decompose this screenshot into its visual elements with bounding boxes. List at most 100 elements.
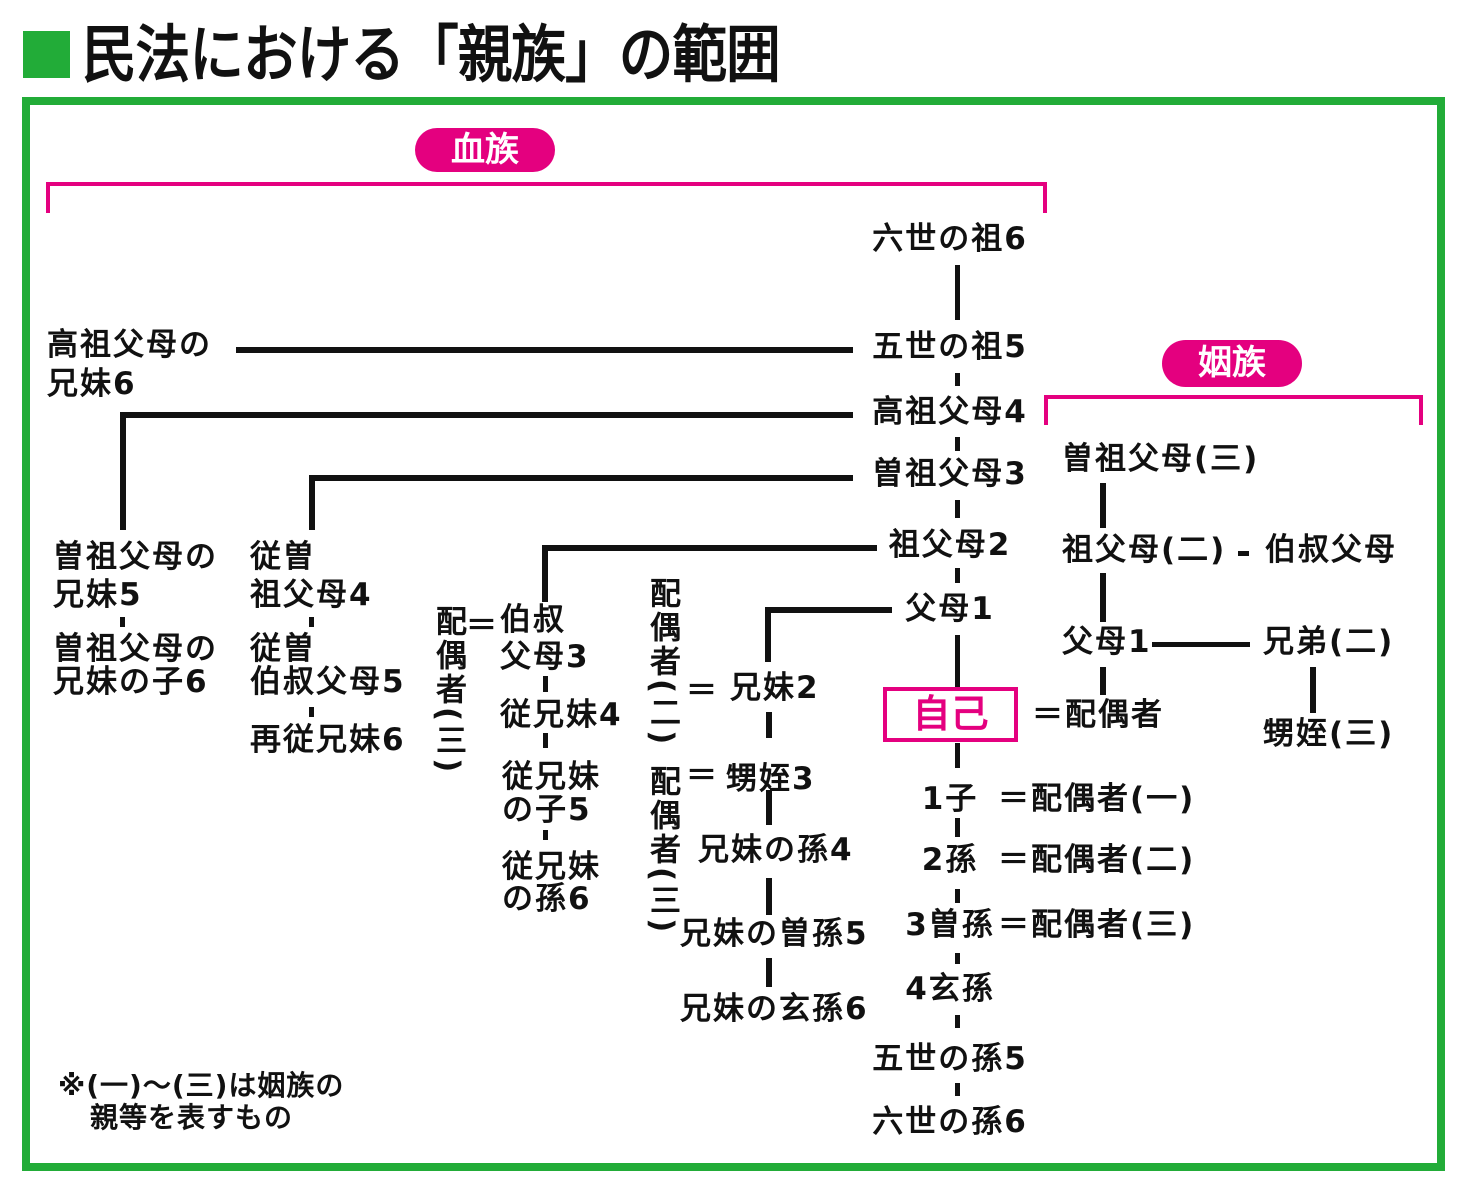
label-line: 曽祖父母の (53, 539, 218, 575)
equals-sign: ＝ (686, 673, 717, 709)
cousins-grandchildren: 従兄妹 の孫6 (502, 851, 601, 915)
connector-line (543, 733, 548, 748)
footnote-line: 親等を表すもの (90, 1101, 294, 1134)
label-line: の孫6 (502, 881, 592, 917)
connector-line (955, 265, 960, 320)
equals-sign: ＝ (686, 758, 717, 794)
affinity-grandparents: 祖父母(二) (1062, 532, 1227, 568)
label-line: 祖父母4 (250, 577, 373, 613)
page-title: 民法における「親族」の範囲 (82, 18, 781, 91)
descendant-great-great-grandchild: 4玄孫 (905, 971, 995, 1007)
nephews-nieces-spouse: 配偶者(三) (644, 765, 680, 936)
great-great-grandparents-siblings: 高祖父母の 兄妹6 (47, 326, 212, 404)
siblings-spouse: 配偶者(二) (644, 577, 680, 748)
child-spouse: ＝配偶者(一) (998, 781, 1196, 817)
connector-line (955, 953, 960, 964)
affinity-parents: 父母1 (1062, 624, 1152, 660)
connector-line (1100, 483, 1106, 528)
cousins-children: 従兄妹 の子5 (502, 761, 601, 827)
descendant-great-grandchild: 3曽孫 (905, 907, 995, 943)
connector-line (1238, 551, 1249, 556)
diagram-frame (22, 97, 1445, 1171)
connector-line (765, 607, 771, 662)
blood-relatives-badge: 血族 (415, 128, 555, 172)
ancestor-great-great-grandparents: 高祖父母4 (872, 394, 1028, 430)
connector-line (955, 889, 960, 903)
connector-line (120, 412, 853, 418)
affinity-relatives-bracket (1044, 395, 1423, 425)
label-line: 従兄妹 (502, 849, 601, 885)
blood-relatives-bracket (46, 182, 1047, 213)
connector-line (543, 676, 548, 692)
affinity-great-grandparents: 曽祖父母(三) (1062, 441, 1260, 477)
second-cousins: 再従兄妹6 (250, 722, 406, 758)
label-line: 従曽 (250, 631, 316, 667)
label-line: 伯叔父母5 (250, 664, 406, 700)
label-line: 従兄妹 (502, 759, 601, 795)
grand-uncles-aunts-children: 従曽 伯叔父母5 (250, 633, 406, 699)
connector-line (543, 830, 548, 840)
ancestor-great-grandparents: 曽祖父母3 (872, 456, 1028, 492)
ancestor-grandparents: 祖父母2 (888, 527, 1012, 563)
great-grandparents-siblings-children: 曽祖父母の 兄妹の子6 (53, 633, 218, 699)
label-line: の子5 (502, 792, 592, 828)
connector-line (120, 617, 125, 627)
connector-line (955, 635, 960, 687)
label-line: 兄妹5 (53, 577, 143, 613)
connector-line (955, 437, 960, 451)
nephews-nieces: 甥姪3 (726, 761, 816, 797)
connector-line (766, 958, 772, 987)
affinity-uncles-aunts: 伯叔父母 (1265, 532, 1397, 568)
self-spouse: ＝配偶者 (1032, 697, 1164, 733)
label-line: 高祖父母の (47, 327, 212, 363)
descendant-grandchild: 2孫 (921, 842, 979, 878)
connector-line (955, 1015, 960, 1028)
siblings: 兄妹2 (730, 670, 820, 706)
uncles-aunts: 伯叔 父母3 (500, 602, 590, 676)
connector-line (766, 712, 772, 738)
self-box: 自己 (883, 687, 1018, 742)
label-line: 伯叔 (500, 602, 566, 638)
connector-line (955, 743, 960, 768)
ancestor-5th-generation: 五世の祖5 (872, 329, 1028, 365)
affinity-siblings: 兄弟(二) (1263, 624, 1395, 660)
cousins: 従兄妹4 (500, 697, 623, 733)
label-line: 兄妹の子6 (53, 664, 209, 700)
label-line: 父母3 (500, 639, 590, 675)
grandchild-spouse: ＝配偶者(二) (998, 842, 1196, 878)
connector-line (955, 1083, 960, 1096)
connector-line (955, 373, 960, 386)
affinity-relatives-badge: 姻族 (1162, 340, 1302, 387)
equals-sign: ＝ (466, 608, 497, 644)
connector-line (1100, 667, 1106, 695)
connector-line (542, 545, 548, 602)
connector-line (542, 545, 877, 551)
connector-line (1152, 642, 1250, 647)
affinity-nephews-nieces: 甥姪(三) (1263, 716, 1395, 752)
footnote: ※(一)～(三)は姻族の 親等を表すもの (58, 1070, 344, 1134)
connector-line (955, 500, 960, 518)
descendant-6th-generation: 六世の孫6 (872, 1104, 1028, 1140)
uncles-aunts-spouse: 配偶者(三) (430, 605, 466, 776)
connector-line (1310, 667, 1316, 713)
connector-line (309, 475, 853, 481)
connector-line (236, 347, 853, 353)
connector-line (766, 790, 772, 825)
label-line: 従曽 (250, 539, 316, 575)
connector-line (955, 818, 960, 837)
siblings-great-great-grandchildren: 兄妹の玄孫6 (680, 991, 869, 1027)
connector-line (765, 607, 892, 613)
label-line: 兄妹6 (47, 366, 137, 402)
descendant-child: 1子 (921, 781, 979, 817)
connector-line (1100, 573, 1106, 622)
connector-line (309, 475, 315, 530)
siblings-great-grandchildren: 兄妹の曽孫5 (680, 916, 869, 952)
footnote-line: ※(一)～(三)は姻族の (58, 1069, 345, 1102)
ancestor-6th-generation: 六世の祖6 (872, 221, 1028, 257)
connector-line (120, 412, 126, 530)
ancestor-parents: 父母1 (905, 591, 995, 627)
label-line: 曽祖父母の (53, 631, 218, 667)
connector-line (766, 878, 772, 915)
connector-line (955, 568, 960, 583)
connector-line (309, 617, 314, 627)
